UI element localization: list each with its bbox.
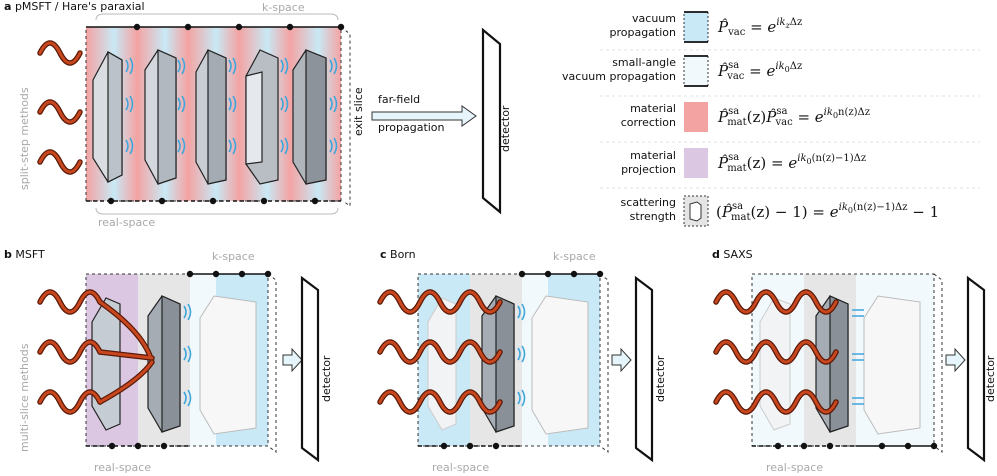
panel-a-k-space-label: k-space	[262, 1, 305, 14]
panel-a-ripples	[125, 57, 338, 155]
panel-b: b MSFT k-space real-space	[4, 248, 333, 474]
panel-c: c Born k-space real-space	[377, 248, 667, 474]
svg-text:propagation: propagation	[609, 26, 676, 39]
panel-a-real-space-label: real-space	[98, 216, 155, 229]
svg-text:strength: strength	[630, 210, 676, 223]
panel-a-rails	[86, 13, 345, 215]
panel-c-k-space-label: k-space	[553, 250, 596, 263]
panel-c-real-space-label: real-space	[432, 461, 489, 474]
panel-a-object-sections	[92, 49, 327, 185]
panel-c-label: c Born	[380, 248, 416, 261]
far-field-label-2: propagation	[378, 121, 445, 134]
panel-b-label: b MSFT	[4, 248, 45, 261]
far-field-arrow: far-field propagation	[371, 93, 477, 134]
panel-d: d SAXS real-space	[712, 248, 997, 474]
svg-text:projection: projection	[621, 163, 676, 176]
svg-text:material: material	[630, 102, 676, 115]
panel-d-detector-label: detector	[984, 355, 997, 402]
panel-a: a pMSFT / Hare's paraxial k-space real-s…	[4, 0, 512, 229]
panel-a-label: a pMSFT / Hare's paraxial	[4, 0, 145, 13]
panel-b-real-space-label: real-space	[94, 461, 151, 474]
multi-slice-label: multi-slice methods	[18, 343, 31, 452]
split-step-label: split-step methods	[18, 87, 31, 190]
swatch-small-angle	[683, 55, 709, 87]
svg-text:vacuum: vacuum	[632, 12, 676, 25]
panel-d-label: d SAXS	[712, 248, 753, 261]
scatter-object-icon	[689, 201, 702, 222]
swatch-material	[684, 102, 708, 132]
svg-text:small-angle: small-angle	[612, 56, 676, 69]
panel-b-k-space-label: k-space	[212, 250, 255, 263]
panel-b-detector-label: detector	[320, 355, 333, 402]
swatch-projection	[684, 148, 708, 178]
svg-text:scattering: scattering	[621, 196, 676, 209]
far-field-label-1: far-field	[378, 93, 420, 106]
legend: vacuum propagation P̂vac = eikzΔz small-…	[562, 11, 980, 227]
swatch-vacuum	[683, 11, 709, 43]
svg-text:vacuum propagation: vacuum propagation	[562, 70, 676, 83]
panel-c-detector-label: detector	[654, 355, 667, 402]
svg-text:material: material	[630, 149, 676, 162]
panel-a-detector: detector	[481, 27, 512, 215]
panel-d-real-space-label: real-space	[766, 461, 823, 474]
formula-vacuum: P̂vac = eikzΔz	[717, 17, 802, 38]
panel-a-detector-label: detector	[499, 105, 512, 152]
legend-row-vacuum: vacuum propagation P̂vac = eikzΔz	[609, 11, 802, 43]
svg-text:correction: correction	[621, 116, 676, 129]
exit-slice-label: exit slice	[352, 87, 365, 136]
